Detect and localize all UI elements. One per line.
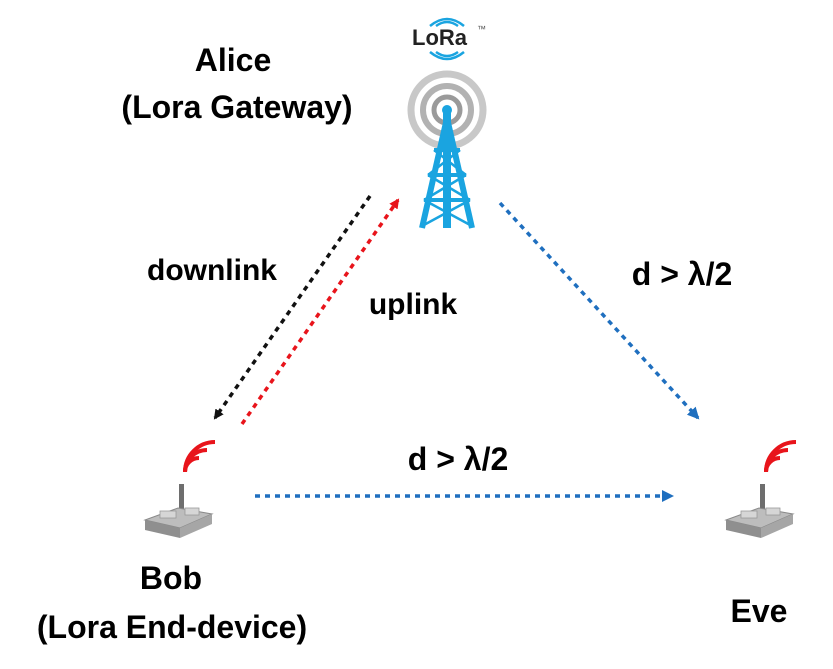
lora-logo-icon: LoRa ™ bbox=[412, 17, 486, 61]
lora-logo-text: LoRa bbox=[412, 25, 468, 50]
eve-name: Eve bbox=[731, 593, 788, 629]
lora-logo-trademark: ™ bbox=[477, 24, 486, 34]
gateway-eve-arrow bbox=[498, 201, 700, 420]
bob-eve-distance-label: d > λ/2 bbox=[408, 441, 509, 477]
downlink-arrow bbox=[213, 194, 372, 420]
end-device-icon bbox=[724, 440, 797, 538]
bob-role: (Lora End-device) bbox=[37, 609, 307, 645]
alice-role: (Lora Gateway) bbox=[121, 89, 352, 125]
bob-name: Bob bbox=[140, 560, 202, 596]
gateway-tower-icon bbox=[407, 70, 487, 229]
uplink-label: uplink bbox=[369, 288, 458, 321]
alice-eve-distance-label: d > λ/2 bbox=[632, 256, 733, 292]
downlink-label: downlink bbox=[147, 254, 277, 287]
alice-name: Alice bbox=[195, 42, 271, 78]
end-device-icon bbox=[143, 440, 216, 538]
